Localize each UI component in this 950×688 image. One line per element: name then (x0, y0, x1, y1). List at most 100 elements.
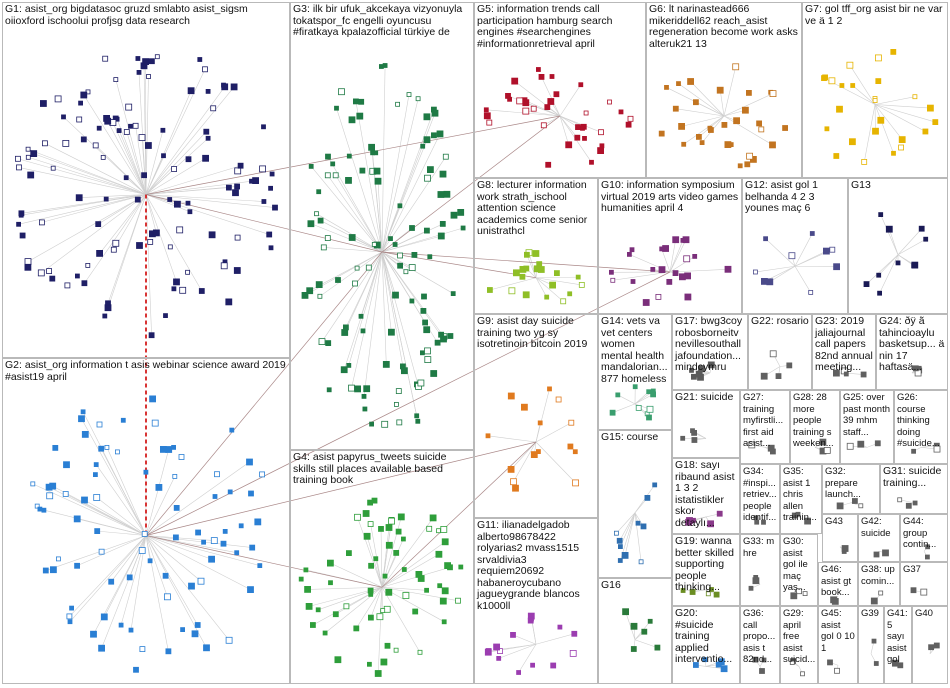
graph-node[interactable] (314, 211, 319, 217)
graph-node[interactable] (173, 278, 180, 286)
graph-node[interactable] (90, 630, 97, 638)
graph-node[interactable] (622, 608, 629, 616)
graph-node[interactable] (782, 125, 788, 131)
graph-node[interactable] (690, 428, 695, 434)
graph-node[interactable] (554, 270, 560, 277)
graph-node[interactable] (397, 252, 404, 259)
graph-node[interactable] (598, 129, 604, 136)
graph-node[interactable] (103, 196, 109, 202)
graph-node[interactable] (340, 366, 348, 374)
graph-node[interactable] (371, 241, 377, 247)
graph-node[interactable] (707, 361, 715, 369)
graph-node[interactable] (485, 648, 492, 654)
graph-node[interactable] (354, 385, 362, 393)
graph-node[interactable] (567, 291, 573, 297)
graph-node[interactable] (875, 54, 882, 62)
graph-node[interactable] (877, 290, 882, 296)
graph-node[interactable] (756, 120, 762, 127)
graph-node[interactable] (567, 443, 574, 450)
graph-node[interactable] (511, 77, 519, 85)
graph-node[interactable] (335, 277, 341, 283)
graph-node[interactable] (748, 585, 754, 591)
graph-node[interactable] (676, 81, 681, 86)
graph-node[interactable] (537, 420, 543, 426)
graph-node[interactable] (95, 221, 102, 228)
graph-node[interactable] (46, 492, 54, 500)
graph-node[interactable] (388, 236, 393, 242)
graph-node[interactable] (424, 174, 431, 182)
graph-node[interactable] (872, 98, 878, 103)
graph-node[interactable] (203, 644, 210, 652)
graph-node[interactable] (395, 528, 402, 535)
graph-node[interactable] (630, 279, 636, 284)
graph-node[interactable] (870, 597, 878, 605)
graph-node[interactable] (557, 624, 563, 630)
graph-node[interactable] (513, 269, 520, 277)
graph-node[interactable] (220, 262, 228, 270)
graph-node[interactable] (519, 273, 526, 280)
graph-node[interactable] (483, 107, 489, 113)
graph-node[interactable] (632, 384, 638, 390)
graph-node[interactable] (687, 78, 694, 85)
graph-node[interactable] (108, 578, 115, 585)
graph-node[interactable] (833, 263, 840, 271)
graph-node[interactable] (897, 497, 903, 503)
graph-node[interactable] (67, 619, 73, 625)
graph-node[interactable] (696, 133, 702, 140)
graph-node[interactable] (146, 74, 151, 79)
graph-node[interactable] (397, 262, 404, 269)
graph-node[interactable] (362, 406, 368, 412)
graph-node[interactable] (516, 670, 521, 675)
graph-node[interactable] (96, 421, 103, 428)
graph-node[interactable] (385, 541, 393, 549)
graph-node[interactable] (342, 324, 349, 331)
graph-node[interactable] (572, 479, 579, 487)
graph-node[interactable] (578, 281, 585, 288)
graph-node[interactable] (148, 332, 155, 339)
graph-node[interactable] (754, 519, 760, 525)
graph-node[interactable] (439, 220, 446, 227)
graph-node[interactable] (437, 232, 445, 240)
graph-node[interactable] (62, 491, 69, 497)
graph-node[interactable] (458, 564, 464, 570)
graph-node[interactable] (439, 597, 447, 605)
graph-node[interactable] (171, 286, 177, 292)
graph-node[interactable] (630, 646, 637, 652)
graph-node[interactable] (152, 229, 160, 237)
graph-node[interactable] (852, 498, 858, 504)
graph-node[interactable] (922, 128, 929, 135)
graph-node[interactable] (638, 559, 644, 565)
graph-node[interactable] (925, 544, 930, 550)
graph-node[interactable] (382, 360, 390, 368)
graph-node[interactable] (646, 405, 654, 413)
graph-node[interactable] (363, 532, 371, 540)
graph-node[interactable] (443, 190, 451, 198)
graph-node[interactable] (672, 236, 680, 244)
graph-node[interactable] (246, 458, 253, 466)
graph-node[interactable] (16, 164, 22, 171)
graph-node[interactable] (876, 272, 882, 278)
graph-node[interactable] (330, 161, 336, 167)
graph-node[interactable] (80, 136, 87, 143)
graph-node[interactable] (369, 421, 375, 427)
graph-node[interactable] (19, 232, 26, 239)
graph-node[interactable] (353, 625, 360, 632)
graph-node[interactable] (549, 74, 555, 79)
graph-node[interactable] (925, 554, 930, 560)
graph-node[interactable] (536, 67, 541, 72)
graph-node[interactable] (716, 86, 724, 94)
graph-node[interactable] (14, 155, 21, 162)
graph-node[interactable] (918, 225, 925, 232)
graph-node[interactable] (689, 367, 694, 373)
graph-node[interactable] (118, 622, 124, 628)
graph-node[interactable] (208, 231, 216, 239)
graph-node[interactable] (234, 167, 242, 175)
graph-node[interactable] (259, 165, 267, 173)
graph-node[interactable] (627, 115, 634, 122)
graph-node[interactable] (402, 592, 410, 599)
graph-node[interactable] (571, 630, 578, 637)
graph-node[interactable] (411, 251, 418, 258)
graph-node[interactable] (829, 246, 836, 253)
graph-node[interactable] (423, 136, 431, 144)
graph-node[interactable] (823, 446, 831, 454)
